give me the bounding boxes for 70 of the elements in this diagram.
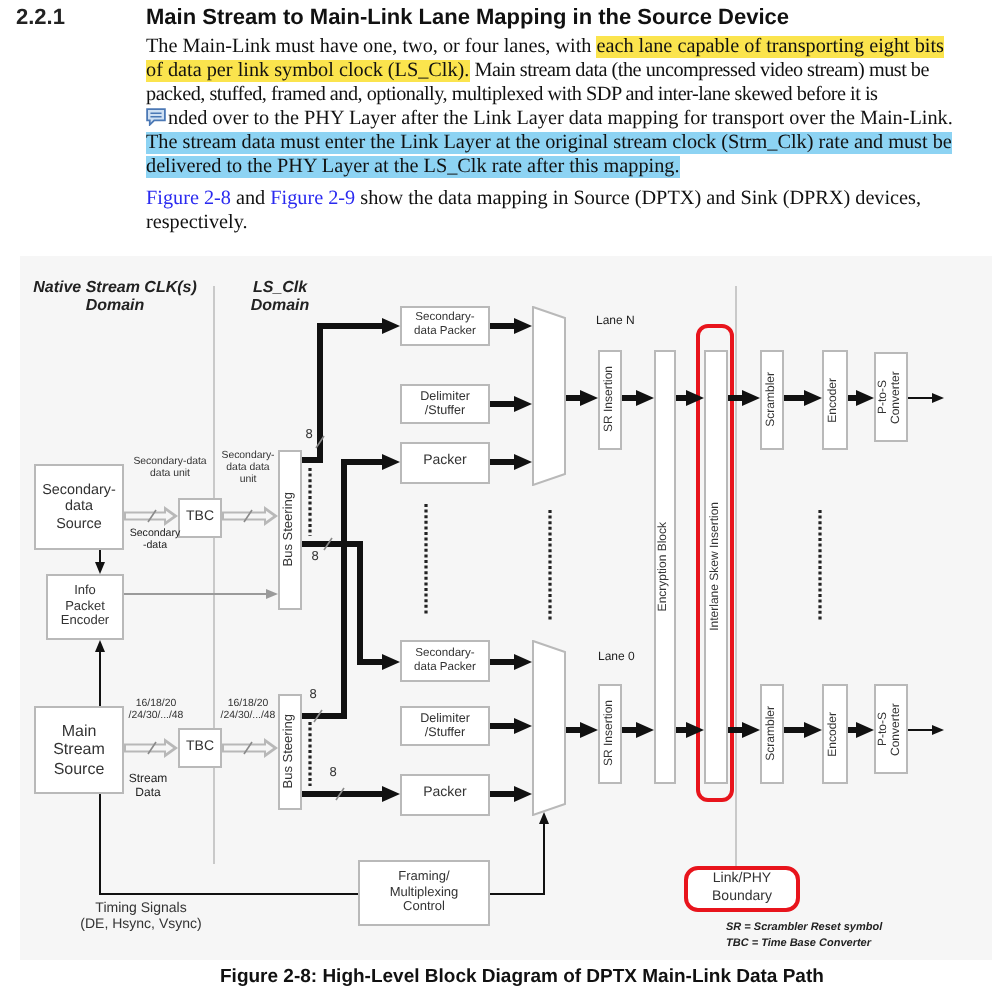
connector-line [99,793,359,895]
block [874,684,908,774]
arrow [907,725,944,735]
block [400,774,490,816]
arrow [784,390,822,406]
block-label: Main Stream Source [51,722,107,778]
hollow-arrow [222,506,278,526]
arrow [490,654,532,670]
block [760,350,784,450]
block [400,706,490,746]
block [278,694,302,810]
arrow [676,722,704,738]
arrow [490,718,532,734]
block [34,464,124,550]
hollow-arrow [124,506,178,526]
arrow [622,722,654,738]
block [654,350,676,784]
block [822,684,848,784]
arrow [676,390,704,406]
hollow-arrow [222,738,278,758]
arrow [489,812,549,895]
figure-link: Figure 2-8 [146,188,231,210]
block [46,574,124,640]
arrow [490,396,532,412]
block [278,450,302,610]
arrow [490,454,532,470]
block [598,684,622,784]
multiplexer-trapezoid [532,306,566,486]
arrow [848,722,874,738]
block [34,706,124,794]
block [400,640,490,682]
block [358,860,490,926]
arrow [95,549,105,574]
block [598,350,622,450]
block [178,728,222,768]
section-heading: Main Stream to Main-Link Lane Mapping in the Source Device [146,6,789,32]
arrow [728,390,760,406]
body-paragraph: Figure 2-8 and Figure 2-9 show the data mapping in Source (DPTX) and Sink (DPRX) devices, respectively. [146,188,924,236]
arrow [123,589,278,599]
arrow [95,640,105,707]
arrow [302,454,400,719]
arrow [784,722,822,738]
arrow [566,722,598,738]
block [400,442,490,484]
multiplexer-trapezoid [532,640,566,816]
boundary-callout [684,866,800,912]
arrow [302,786,400,802]
block [822,350,848,450]
arrow [622,390,654,406]
figure-caption: Figure 2-8: High-Level Block Diagram of DPTX Main-Link Data Path [220,966,824,990]
arrow [302,318,400,463]
arrow [490,318,532,334]
arrow [728,722,760,738]
block [704,350,728,784]
domain-heading: LS_Clk Domain [248,278,312,315]
arrow [302,541,400,670]
section-number: 2.2.1 [16,6,65,32]
figure-link: Figure 2-9 [270,188,356,210]
hollow-arrow [124,738,178,758]
arrow [848,390,874,406]
arrow [907,393,944,403]
body-paragraph: The Main-Link must have one, two, or four lanes, with each lane capable of transporting eight bits of data per link symbol clock (LS_Clk). Main stream data (the uncompressed video stream) must be packed, stuffed, framed and, optionally, multiplexed with SDP and inter-lane skewed before it is nded over to the PHY Layer after the Link Layer data mapping for transport over the Main-Link. The stream data must enter the Link Layer at the original stream clock (Strm_Clk) rate and must be delivered to the PHY Layer at the LS_Clk rate after this mapping. [146,36,954,180]
block [760,684,784,784]
domain-heading: Native Stream CLK(s) Domain [31,278,199,315]
block [178,498,222,538]
block [400,384,490,424]
block [400,306,490,346]
block [874,352,908,442]
arrow [490,786,532,802]
arrow [566,390,598,406]
